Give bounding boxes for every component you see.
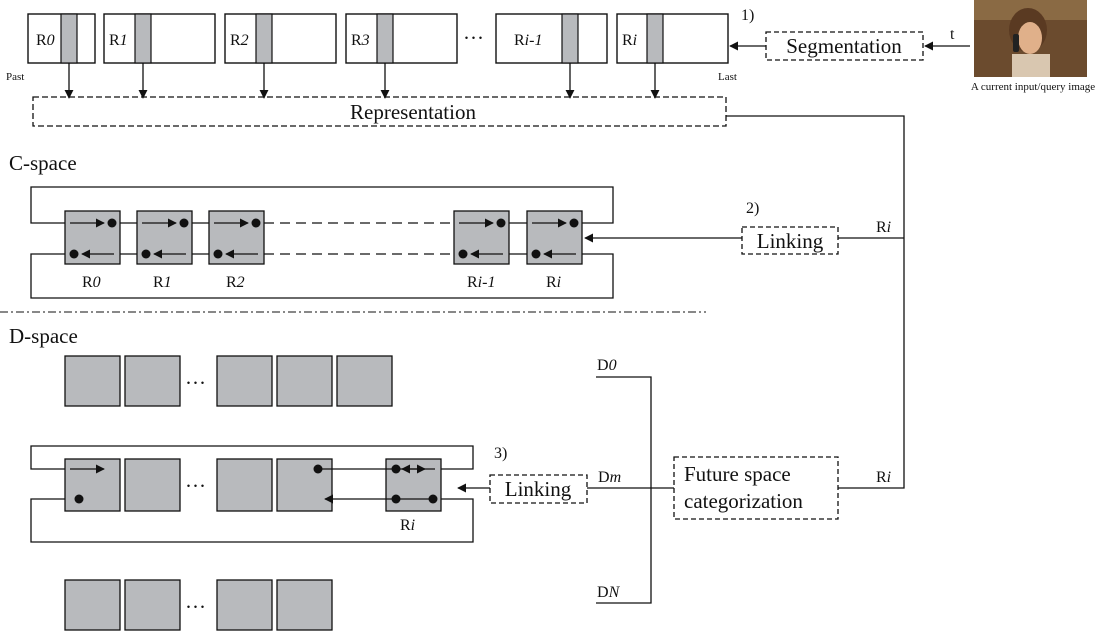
register-slot-0 <box>61 14 77 63</box>
register-label-i-1: Ri-1 <box>514 32 542 49</box>
d-space-title: D-space <box>9 324 78 348</box>
last-label: Last <box>718 71 737 83</box>
register-box-i-1 <box>496 14 607 63</box>
past-label: Past <box>6 71 24 83</box>
step3-label: 3) <box>494 445 507 462</box>
register-label-2: R2 <box>230 32 249 49</box>
ri-label-d: Ri <box>876 469 891 486</box>
register-slot-3 <box>377 14 393 63</box>
register-slot-2 <box>256 14 272 63</box>
register-slot-i <box>647 14 663 63</box>
c-node-label-1: R1 <box>153 274 172 291</box>
c-node-label-i: Ri <box>546 274 561 291</box>
register-ellipsis: ··· <box>463 26 484 50</box>
dm-label: Dm <box>598 469 621 486</box>
register-label-1: R1 <box>109 32 128 49</box>
d-row-top-ellipsis: ··· <box>185 371 206 395</box>
d-row-bottom-ellipsis: ··· <box>185 595 206 619</box>
segmentation-label: Segmentation <box>786 34 902 58</box>
d-row-top <box>65 356 392 406</box>
query-image-caption: A current input/query image <box>971 81 1095 93</box>
future-space-label-1: Future space <box>684 462 791 486</box>
register-label-3: R3 <box>351 32 370 49</box>
linking-label-c: Linking <box>757 229 824 253</box>
dn-label: DN <box>597 584 621 601</box>
query-image <box>974 0 1087 77</box>
register-slot-1 <box>135 14 151 63</box>
time-label: t <box>950 26 955 43</box>
register-label-i: Ri <box>622 32 637 49</box>
d-row-mid-ellipsis: ··· <box>185 474 206 498</box>
d-node-ri-label: Ri <box>400 517 415 534</box>
d-row-mid <box>65 459 441 511</box>
representation-label: Representation <box>350 100 476 124</box>
slot-to-representation-arrows <box>69 63 655 98</box>
linking-label-d: Linking <box>505 477 572 501</box>
c-node-label-i-1: Ri-1 <box>467 274 495 291</box>
d-category-bracket <box>596 377 651 603</box>
ri-label-c: Ri <box>876 219 891 236</box>
c-space-title: C-space <box>9 151 77 175</box>
step2-label: 2) <box>746 200 759 217</box>
register-slot-i-1 <box>562 14 578 63</box>
register-label-0: R0 <box>36 32 55 49</box>
c-node-label-0: R0 <box>82 274 101 291</box>
d0-label: D0 <box>597 357 617 374</box>
c-node-label-2: R2 <box>226 274 245 291</box>
representation-output-line <box>726 116 904 488</box>
future-space-label-2: categorization <box>684 489 803 513</box>
step1-label: 1) <box>741 7 754 24</box>
